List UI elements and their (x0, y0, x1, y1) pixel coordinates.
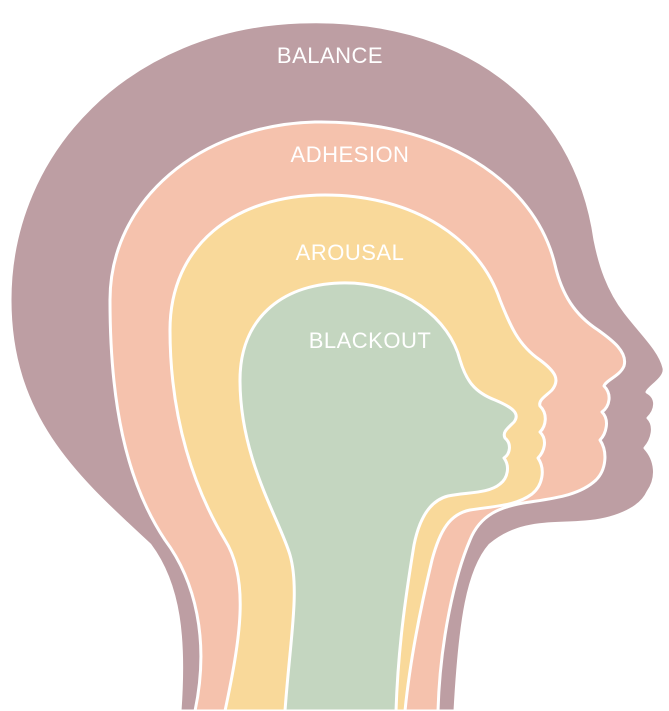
label-arousal: AROUSAL (296, 240, 405, 265)
label-balance: BALANCE (277, 43, 383, 68)
label-blackout: BLACKOUT (309, 328, 432, 353)
label-adhesion: ADHESION (291, 142, 410, 167)
